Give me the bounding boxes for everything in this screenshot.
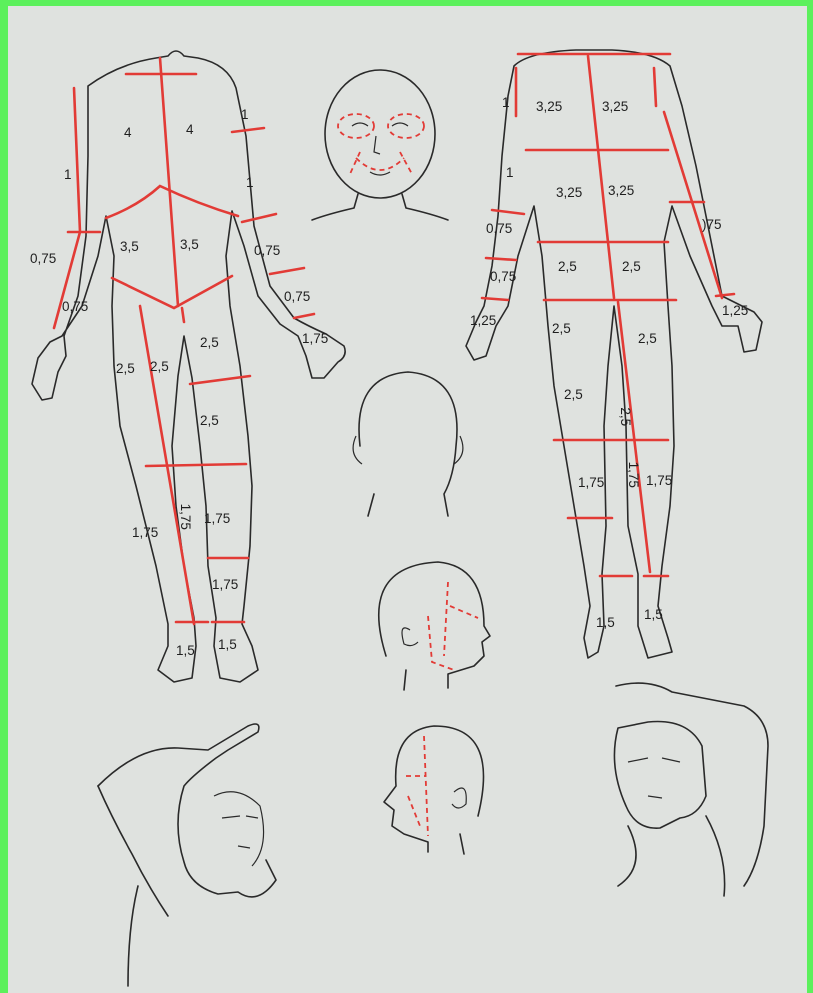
back-thigh-left-upper-label: 2,5: [552, 322, 571, 336]
back-lower-back-left-label: 2,5: [558, 260, 577, 274]
back-upper-back-left-label: 3,25: [536, 100, 562, 114]
back-forearm-left-lower-label: 0,75: [490, 270, 516, 284]
front-chest-right-label: 4: [186, 123, 194, 137]
front-forearm-right-upper-label: 0,75: [254, 244, 280, 258]
back-upper-back-right-label: 3,25: [602, 100, 628, 114]
front-thigh-right-lower-label: 2,5: [200, 414, 219, 428]
front-shin-left-vertical-label: 1,75: [178, 504, 192, 530]
back-forearm-left-upper-label: 0,75: [486, 222, 512, 236]
back-upper-arm-left-top-label: 1: [502, 96, 510, 110]
face-front-figure: [312, 70, 448, 220]
front-foot-right-label: 1,5: [218, 638, 237, 652]
front-foot-left-label: 1,5: [176, 644, 195, 658]
back-foot-left-label: 1,5: [596, 616, 615, 630]
front-forearm-left-lower-label: 0,75: [62, 300, 88, 314]
back-shin-center-vertical-label: 1,75: [626, 462, 640, 488]
back-forearm-right-label: )75: [702, 218, 722, 232]
back-mid-back-left-label: 3,25: [556, 186, 582, 200]
head-profile-right-figure: [379, 562, 490, 690]
back-hand-left-label: 1,25: [470, 314, 496, 328]
front-thigh-right-upper-label: 2,5: [200, 336, 219, 350]
front-shin-right-upper-label: 1,75: [204, 512, 230, 526]
front-forearm-left-upper-label: 0,75: [30, 252, 56, 266]
back-shin-right-label: 1,75: [646, 474, 672, 488]
front-thigh-left-outer-label: 2,5: [116, 362, 135, 376]
front-chest-left-label: 4: [124, 126, 132, 140]
front-forearm-right-lower-label: 0,75: [284, 290, 310, 304]
back-body-outline: [466, 50, 762, 658]
back-foot-right-label: 1,5: [644, 608, 663, 622]
back-shin-left-label: 1,75: [578, 476, 604, 490]
front-thigh-left-inner-label: 2,5: [150, 360, 169, 374]
head-profile-left-figure: [384, 726, 484, 854]
back-mid-back-right-label: 3,25: [608, 184, 634, 198]
front-hand-right-label: 1,75: [302, 332, 328, 346]
head-back-figure: [353, 372, 463, 516]
back-hand-right-label: 1,25: [722, 304, 748, 318]
front-shin-left-label: 1,75: [132, 526, 158, 540]
back-body-figure: [466, 50, 762, 658]
back-lower-back-right-label: 2,5: [622, 260, 641, 274]
front-shin-right-lower-label: 1,75: [212, 578, 238, 592]
figure-page: 4 4 1 1 1 3,5 3,5 0,75 0,75 0,75 0,75 1,…: [8, 6, 807, 993]
back-thigh-right-vertical-label: 2,5: [619, 407, 633, 426]
arm-raised-portrait-left: [98, 724, 276, 986]
back-thigh-left-lower-label: 2,5: [564, 388, 583, 402]
body-diagram-canvas: [8, 6, 807, 993]
front-abdomen-right-label: 3,5: [180, 238, 199, 252]
back-thigh-right-label: 2,5: [638, 332, 657, 346]
front-upper-arm-right-top-label: 1: [241, 108, 249, 122]
back-zone-lines: [482, 54, 734, 576]
front-abdomen-left-label: 3,5: [120, 240, 139, 254]
front-upper-arm-left-label: 1: [64, 168, 72, 182]
front-body-figure: [32, 51, 345, 682]
arm-raised-portrait-right: [614, 683, 768, 896]
front-upper-arm-right-mid-label: 1: [246, 176, 254, 190]
back-upper-arm-left-mid-label: 1: [506, 166, 514, 180]
